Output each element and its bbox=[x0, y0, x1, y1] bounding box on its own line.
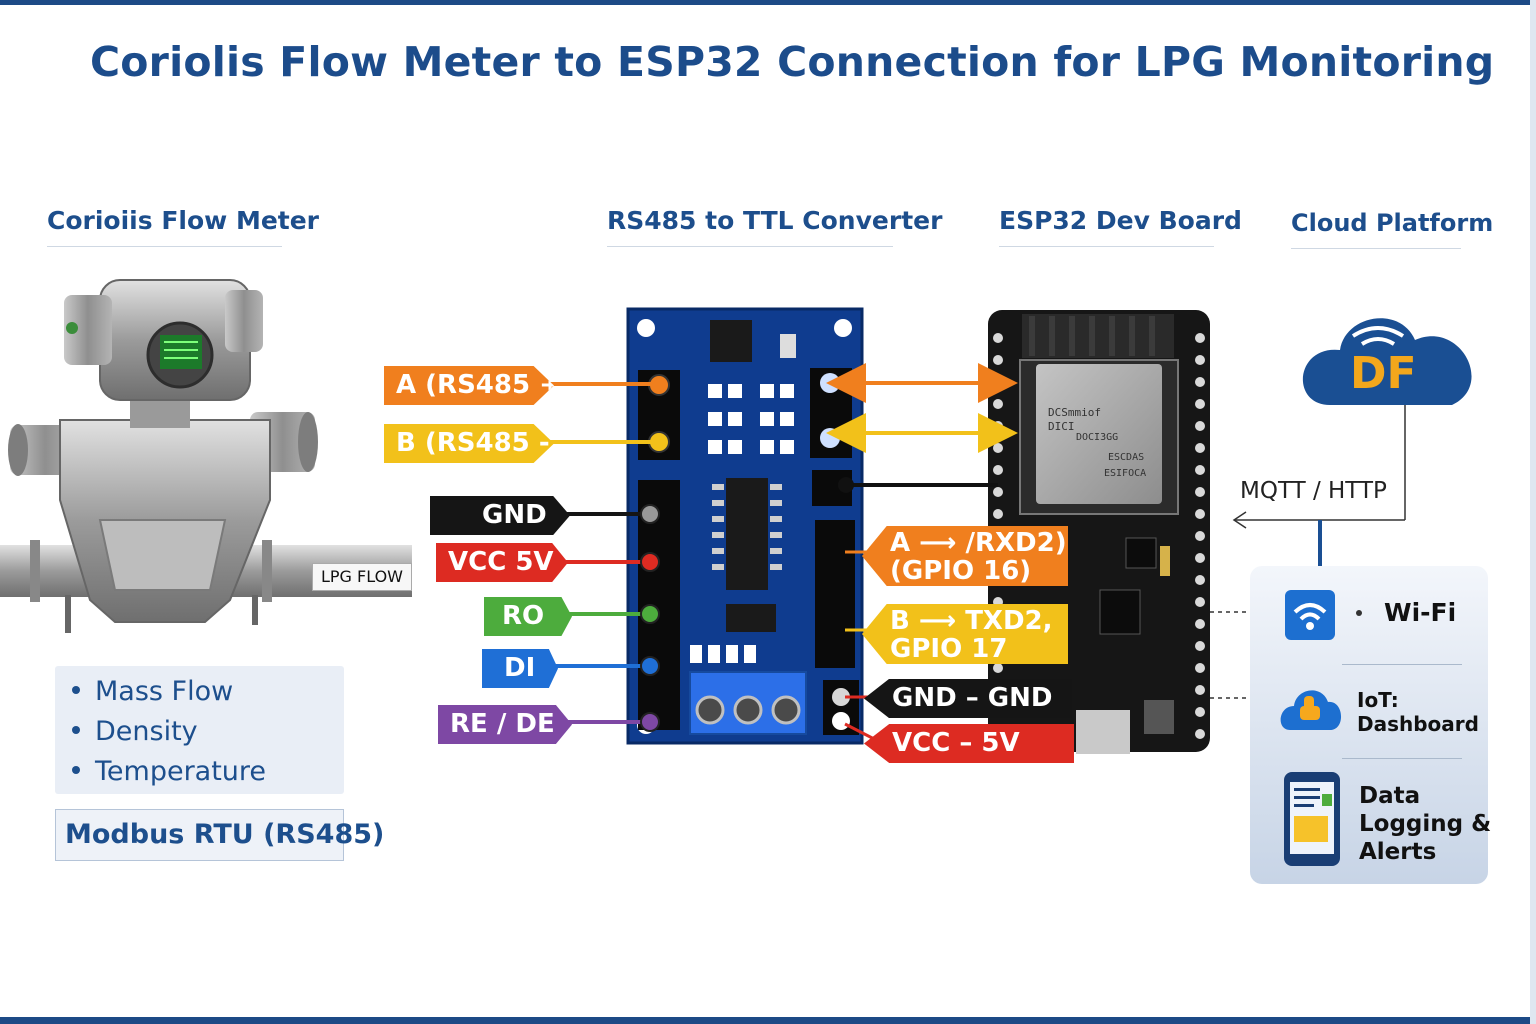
bullet-icon bbox=[72, 726, 80, 734]
panel-item-dashboard: IoT: Dashboard bbox=[1250, 670, 1488, 750]
section-esp32-title: ESP32 Dev Board bbox=[999, 206, 1242, 247]
tag-a-rs485: A (RS485 +) bbox=[384, 366, 554, 405]
chip-text-5: ESIFOCA bbox=[1104, 468, 1146, 479]
tag-a-rxd2-line2: (GPIO 16) bbox=[890, 556, 1032, 586]
feature-item: Density bbox=[55, 712, 344, 752]
wifi-label: Wi-Fi bbox=[1384, 598, 1457, 627]
cloud-services-panel: Wi-Fi IoT: Dashboard Data Logging & Aler… bbox=[1250, 566, 1491, 884]
feature-item: Temperature bbox=[55, 752, 344, 792]
rs485-converter-board bbox=[626, 307, 864, 745]
cloud-hand-icon bbox=[1280, 690, 1342, 730]
tag-vcc-5v: VCC 5V bbox=[436, 543, 568, 582]
dashboard-label-line1: IoT: bbox=[1357, 688, 1399, 712]
data-logging-line3: Alerts bbox=[1359, 839, 1437, 865]
wifi-icon bbox=[1285, 590, 1335, 640]
section-converter-title: RS485 to TTL Converter bbox=[607, 206, 943, 247]
panel-item-data-logging: Data Logging & Alerts bbox=[1250, 772, 1491, 882]
phone-icon bbox=[1284, 772, 1340, 866]
feature-list: Mass Flow Density Temperature bbox=[55, 666, 344, 794]
top-border bbox=[0, 0, 1536, 5]
page-title: Coriolis Flow Meter to ESP32 Connection … bbox=[90, 38, 1495, 86]
tag-b-rs485: B (RS485 -) bbox=[384, 424, 554, 463]
tag-a-rxd2-line1: A ⟶ /RXD2) bbox=[890, 528, 1067, 558]
chip-text-3: DOCI3GG bbox=[1076, 432, 1118, 443]
protocol-box: Modbus RTU (RS485) bbox=[55, 809, 384, 861]
cloud-logo-icon: DF bbox=[1302, 318, 1472, 405]
bullet-icon bbox=[72, 686, 80, 694]
tag-di: DI bbox=[482, 649, 558, 688]
cloud-logo-text: DF bbox=[1350, 348, 1417, 399]
chip-text-4: ESCDAS bbox=[1108, 452, 1144, 463]
feature-item: Mass Flow bbox=[55, 672, 344, 712]
panel-item-wifi: Wi-Fi bbox=[1250, 584, 1488, 664]
right-border bbox=[1530, 0, 1536, 1024]
chip-text-1: DCSmmiof bbox=[1048, 406, 1101, 419]
pipe-label: LPG FLOW bbox=[312, 563, 412, 591]
section-cloud-title: Cloud Platform bbox=[1291, 209, 1494, 249]
data-logging-line1: Data bbox=[1359, 783, 1421, 809]
bottom-border bbox=[0, 1017, 1536, 1024]
tag-a-rxd2: A ⟶ /RXD2) (GPIO 16) bbox=[862, 526, 1068, 586]
dashboard-label: IoT: Dashboard bbox=[1357, 688, 1479, 736]
dashboard-label-line2: Dashboard bbox=[1357, 712, 1479, 736]
chip-text-2: DICI bbox=[1048, 420, 1075, 433]
tag-ro: RO bbox=[484, 597, 572, 636]
panel-divider bbox=[1342, 664, 1462, 665]
bullet-icon bbox=[1356, 610, 1362, 616]
tag-gnd-gnd: GND – GND bbox=[864, 679, 1072, 718]
tag-gnd: GND bbox=[430, 496, 570, 535]
mqtt-http-label: MQTT / HTTP bbox=[1240, 478, 1387, 504]
data-logging-line2: Logging & bbox=[1359, 811, 1492, 837]
tag-re-de: RE / DE bbox=[438, 705, 572, 744]
tag-b-txd2-line2: GPIO 17 bbox=[890, 634, 1008, 664]
section-flow-meter-title: Corioiis Flow Meter bbox=[47, 206, 320, 247]
feature-label: Mass Flow bbox=[95, 676, 234, 707]
tag-vcc-5v-esp: VCC – 5V bbox=[864, 724, 1074, 763]
tag-b-txd2: B ⟶ TXD2, GPIO 17 bbox=[862, 604, 1068, 664]
tag-b-txd2-line1: B ⟶ TXD2, bbox=[890, 606, 1053, 636]
feature-label: Temperature bbox=[95, 756, 267, 787]
data-logging-label: Data Logging & Alerts bbox=[1359, 782, 1491, 866]
feature-label: Density bbox=[95, 716, 198, 747]
panel-divider bbox=[1342, 758, 1462, 759]
bullet-icon bbox=[72, 766, 80, 774]
